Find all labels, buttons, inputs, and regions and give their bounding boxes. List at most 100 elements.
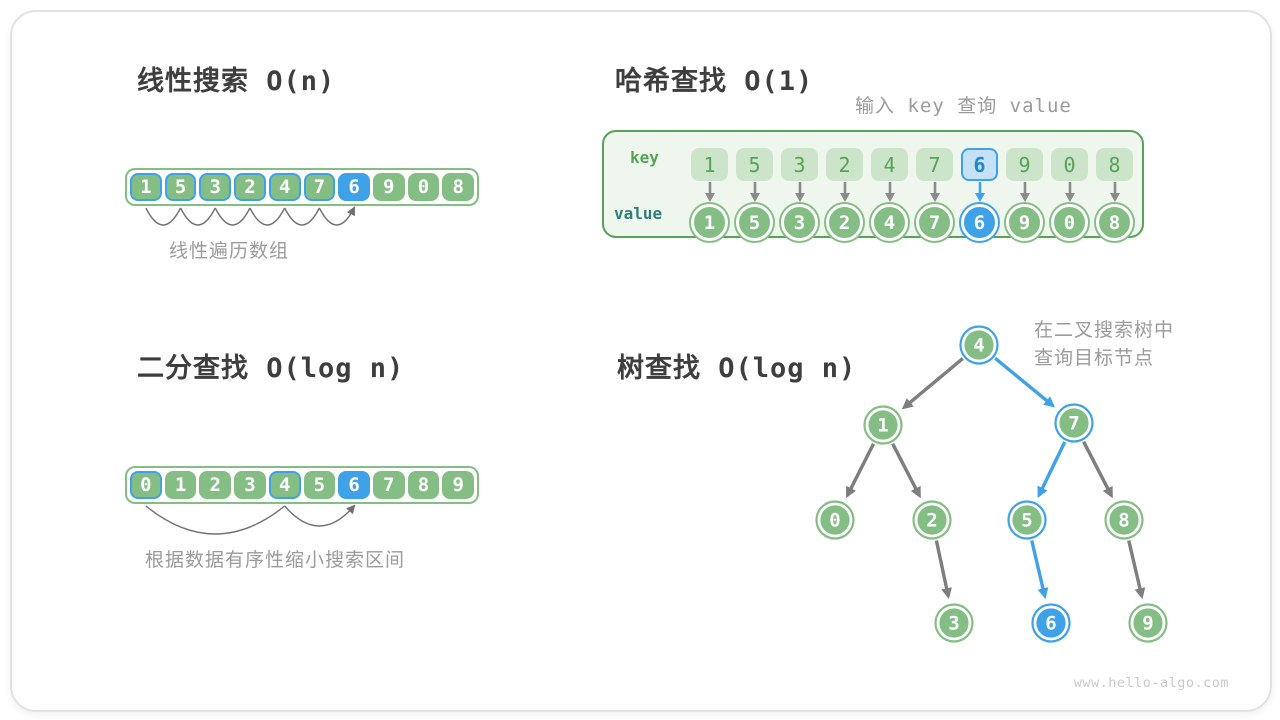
hash-value-circle: 1: [691, 204, 728, 241]
tree-edge: [1127, 540, 1146, 600]
array-cell: 2: [199, 471, 232, 499]
svg-text:8: 8: [1118, 510, 1129, 532]
tree-annotation-line2: 查询目标节点: [1034, 347, 1155, 369]
tree-search-title: 树查找 O(log n): [617, 353, 857, 384]
hash-value-circle: 6: [961, 204, 998, 241]
linear-search-caption: 线性遍历数组: [169, 240, 290, 262]
tree-node: 7: [1054, 403, 1094, 443]
array-cell: 5: [303, 471, 336, 499]
tree-node: 4: [959, 325, 999, 365]
binary-search-arrows: [145, 504, 356, 535]
hash-value-circle: 7: [916, 204, 953, 241]
array-cell: 7: [303, 173, 336, 201]
array-cell: 7: [372, 471, 405, 499]
hash-lookup-title: 哈希查找 O(1): [615, 66, 814, 97]
tree-node: 6: [1031, 603, 1071, 643]
hash-key-tile: 5: [736, 148, 773, 181]
tree-edge: [1030, 540, 1049, 600]
hash-key-tile: 0: [1051, 148, 1088, 181]
array-cell: 2: [234, 173, 266, 201]
hash-annotation: 输入 key 查询 value: [855, 95, 1072, 117]
tree-node: 0: [815, 500, 855, 540]
array-cell: 0: [407, 173, 440, 201]
hash-key-tile: 4: [871, 148, 908, 181]
tree-node: 3: [934, 603, 974, 643]
hash-value-circle: 9: [1006, 204, 1043, 241]
hash-key-tile: 2: [826, 148, 863, 181]
down-arrow-icon: [1019, 182, 1030, 202]
svg-text:5: 5: [1021, 510, 1032, 532]
svg-text:2: 2: [926, 510, 937, 532]
hop-arrow: [249, 207, 286, 226]
tree-node: 5: [1007, 500, 1047, 540]
tree-edge: [845, 442, 876, 499]
tree-edge: [994, 357, 1056, 408]
hop-arrow: [145, 207, 182, 226]
hash-key-label: key: [630, 148, 659, 167]
hash-key-tile: 1: [691, 148, 728, 181]
binary-search-caption: 根据数据有序性缩小搜索区间: [145, 549, 406, 571]
hop-arrow: [214, 207, 251, 226]
hop-arrow: [145, 505, 286, 535]
hash-key-tile: 9: [1006, 148, 1043, 181]
down-arrow-icon: [704, 182, 715, 202]
svg-text:0: 0: [829, 510, 840, 532]
tree-node: 2: [912, 500, 952, 540]
tree-node: 9: [1128, 603, 1168, 643]
svg-text:1: 1: [877, 415, 888, 437]
array-cell: 5: [164, 173, 197, 201]
hash-key-tile: 6: [961, 148, 998, 181]
binary-search-title: 二分查找 O(log n): [137, 353, 405, 384]
tree-edge: [901, 357, 964, 410]
tree-edge: [934, 540, 952, 600]
hop-arrow: [284, 207, 320, 226]
array-cell: 3: [199, 173, 232, 201]
array-cell: 1: [130, 173, 162, 201]
tree-edge: [1082, 440, 1113, 499]
array-cell: 3: [234, 471, 266, 499]
hop-arrow: [318, 206, 355, 226]
tree-annotation-line1: 在二叉搜索树中: [1034, 319, 1175, 341]
array-cell: 6: [338, 471, 370, 499]
hash-key-tile: 7: [916, 148, 953, 181]
down-arrow-icon: [974, 182, 985, 202]
tree-node: 1: [863, 405, 903, 445]
array-cell: 9: [442, 471, 475, 499]
array-cell: 8: [442, 173, 475, 201]
array-cell: 0: [130, 471, 162, 499]
hash-value-circle: 3: [781, 204, 818, 241]
hash-key-tile: 8: [1096, 148, 1133, 181]
down-arrow-icon: [929, 182, 940, 202]
svg-text:3: 3: [948, 613, 959, 635]
array-cell: 4: [268, 471, 301, 499]
linear-traversal-arrows: [145, 206, 355, 226]
array-cell: 8: [407, 471, 440, 499]
tree-node: 8: [1104, 500, 1144, 540]
hop-arrow: [284, 504, 356, 527]
tree-edge: [1037, 441, 1067, 498]
binary-search-tree: 4 1 7 0 2 5 8 3 6 9: [815, 325, 1168, 643]
down-arrow-icon: [839, 182, 850, 202]
tree-edge: [891, 442, 921, 499]
down-arrow-icon: [884, 182, 895, 202]
hash-value-circle: 5: [736, 204, 773, 241]
hash-value-circle: 8: [1096, 204, 1133, 241]
down-arrow-icon: [749, 182, 760, 202]
hop-arrow: [179, 207, 216, 226]
hash-value-circle: 4: [871, 204, 908, 241]
watermark: www.hello-algo.com: [1073, 675, 1229, 691]
down-arrow-icon: [1109, 182, 1120, 202]
